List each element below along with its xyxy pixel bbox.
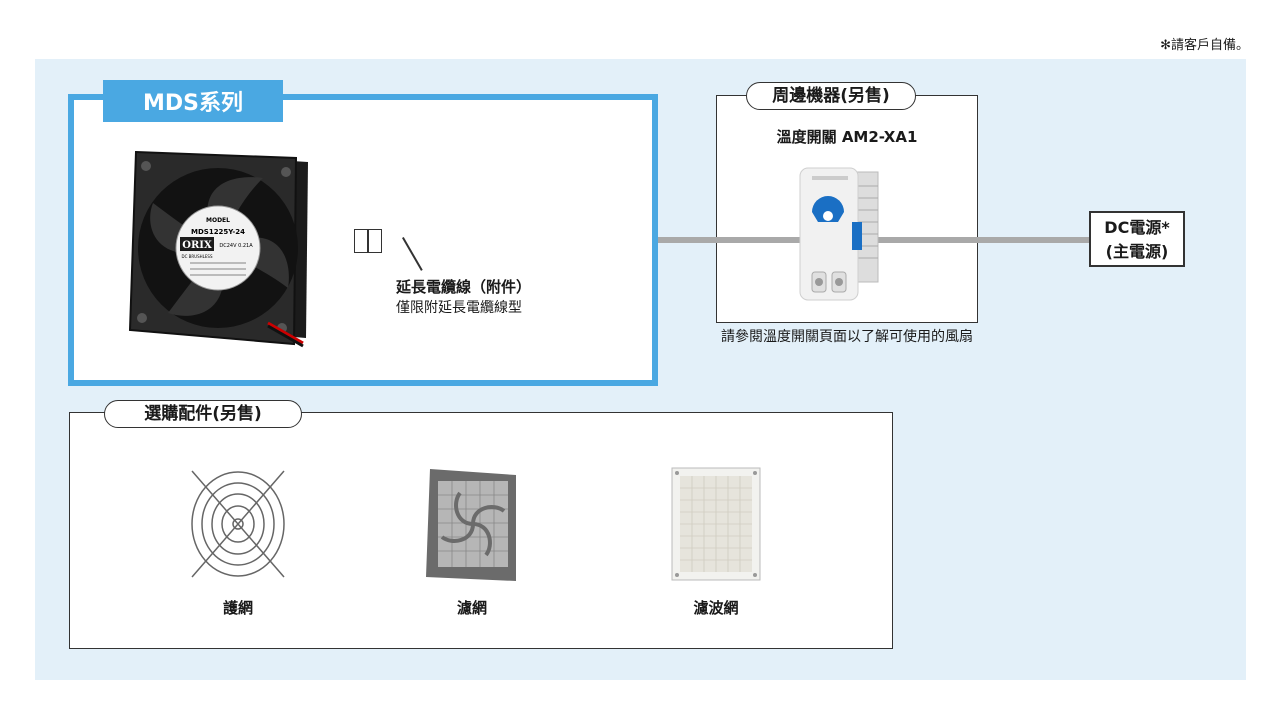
thermostat-note: 請參閱溫度開關頁面以了解可使用的風扇 [721,329,973,345]
option-label-filter: 濾網 [456,599,487,617]
cable-connector [354,229,382,253]
option-label-filter-mesh: 濾波網 [693,599,739,617]
mds-series-label: MDS系列 [103,80,283,122]
fan-rating: DC24V 0.21A [219,243,253,249]
fan-model-number: MDS1225Y-24 [191,228,245,236]
dc-power-label: DC電源* [1104,218,1170,237]
extension-cable-note: 僅限附延長電纜線型 [396,300,522,316]
fan-brand-sub: DC BRUSHLESS [182,254,213,259]
finger-guard-icon [191,470,285,578]
fan-icon: MODEL MDS1225Y-24 ORIX DC BRUSHLESS DC24… [128,150,308,348]
thermostat-title: 溫度開關 AM2-XA1 [776,128,918,146]
customer-supplied-note: ✻請客戶自備。 [1160,38,1249,53]
thermostat-icon [799,167,879,301]
main-power-label: (主電源) [1105,242,1169,261]
fan-brand: ORIX [182,240,212,251]
fan-model-text: MODEL [206,217,230,224]
options-label: 選購配件(另售) [104,400,302,428]
dc-power-box: DC電源* (主電源) [1089,211,1185,267]
filter-icon [426,469,516,581]
filter-mesh-icon [671,467,761,581]
option-label-guard: 護網 [222,599,253,617]
extension-cable-title: 延長電纜線（附件） [396,278,532,296]
peripheral-label: 周邊機器(另售) [746,82,916,110]
